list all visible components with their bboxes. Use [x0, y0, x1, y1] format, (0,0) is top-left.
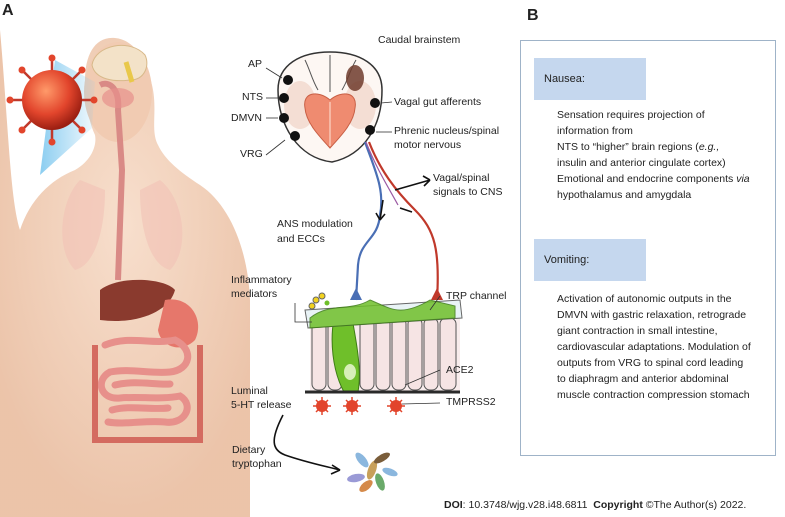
vomiting-line: cardiovascular adaptations. Modulation o… [557, 341, 751, 353]
coronavirus-icon [6, 54, 98, 146]
vrg-label: VRG [240, 148, 263, 160]
doi-value: : 10.3748/wjg.v28.i48.6811 [462, 499, 588, 511]
vagal-gut-afferents-label: Vagal gut afferents [394, 96, 482, 108]
virus-particles [313, 397, 405, 415]
nts-label: NTS [242, 91, 263, 103]
vomiting-line: DMVN with gastric relaxation, retrograde [557, 309, 747, 321]
human-body [0, 30, 250, 517]
luminal-label-2: 5-HT release [231, 399, 292, 411]
efferent-fiber [354, 141, 383, 301]
vomiting-text: Activation of autonomic outputs in the D… [557, 291, 773, 403]
luminal-label-1: Luminal [231, 385, 268, 397]
vagal-spinal-label-1: Vagal/spinal [433, 172, 490, 184]
panel-b-box: Nausea: Sensation requires projection of… [520, 40, 776, 456]
nausea-line: Emotional and endocrine components via [557, 173, 750, 185]
dmvn-label: DMVN [231, 112, 262, 124]
ace2-label: ACE2 [446, 364, 474, 376]
vrg-dot [290, 131, 300, 141]
brainstem-section [277, 51, 383, 163]
vomiting-line: giant contraction in small intestine, [557, 325, 718, 337]
nausea-line: information from [557, 125, 633, 137]
gut-epithelium [304, 292, 463, 394]
inflammatory-label-1: Inflammatory [231, 274, 292, 286]
vomiting-line: outputs from VRG to spinal cord leading [557, 357, 744, 369]
nausea-line: NTS to “higher” brain regions (e.g., [557, 141, 720, 153]
nausea-header: Nausea: [534, 58, 646, 100]
trp-channel-label: TRP channel [446, 290, 507, 302]
signal-arrows [375, 175, 431, 221]
panel-b-letter: B [527, 7, 539, 24]
vomiting-line: Activation of autonomic outputs in the [557, 293, 732, 305]
nausea-text: Sensation requires projection of informa… [557, 107, 773, 203]
dmvn-dot [279, 113, 289, 123]
tmprss2-label: TMPRSS2 [446, 396, 496, 408]
copyright-value: ©The Author(s) 2022. [642, 499, 747, 511]
ans-label-1: ANS modulation [277, 218, 353, 230]
nausea-line: Sensation requires projection of [557, 109, 705, 121]
caudal-brainstem-label: Caudal brainstem [378, 34, 461, 46]
doi-label: DOI [444, 499, 463, 511]
vomiting-header: Vomiting: [534, 239, 646, 281]
vomiting-header-text: Vomiting: [544, 254, 590, 266]
vomiting-line: to diaphragm and anterior abdominal [557, 373, 729, 385]
ans-label-2: and ECCs [277, 233, 325, 245]
tryptophan-icon [347, 452, 398, 492]
nausea-line: insulin and anterior cingulate cortex) [557, 157, 726, 169]
dietary-label-1: Dietary [232, 444, 266, 456]
phrenic-label-2: motor nervous [394, 139, 462, 151]
panel-a-letter: A [2, 2, 14, 19]
afferent-fiber [367, 141, 439, 301]
nts-dot [279, 93, 289, 103]
inflammatory-label-2: mediators [231, 288, 278, 300]
citation-footer: DOI: 10.3748/wjg.v28.i48.6811 Copyright … [444, 499, 746, 511]
nausea-line: hypothalamus and amygdala [557, 189, 692, 201]
vagal-spinal-label-2: signals to CNS [433, 186, 503, 198]
ap-dot [283, 75, 293, 85]
nausea-header-text: Nausea: [544, 73, 585, 85]
ap-label: AP [248, 58, 263, 70]
copyright-label: Copyright [593, 499, 643, 511]
vomiting-line: muscle contraction compression stomach [557, 389, 750, 401]
dietary-label-2: tryptophan [232, 458, 282, 470]
phrenic-label-1: Phrenic nucleus/spinal [394, 125, 500, 137]
